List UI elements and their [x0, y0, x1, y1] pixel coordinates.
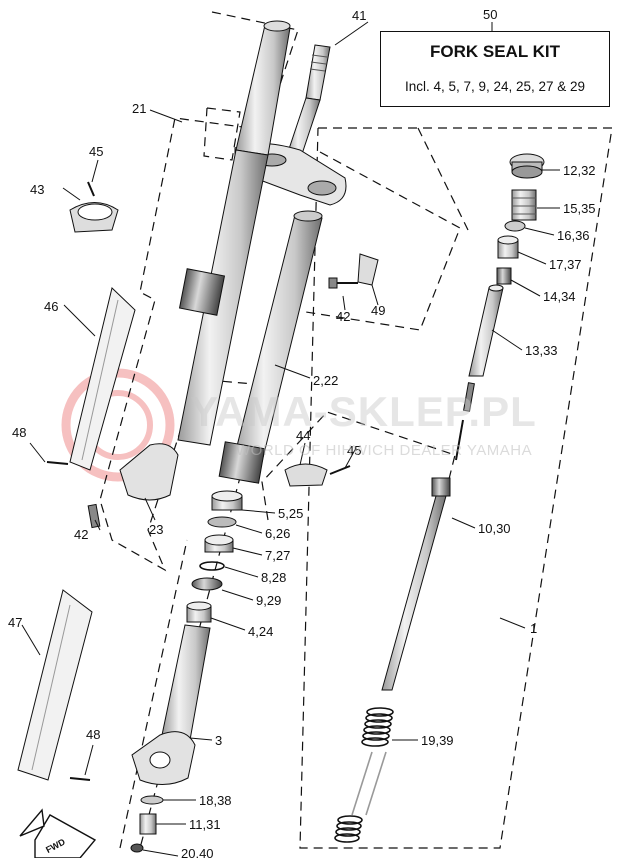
callout-48-lower: 48	[86, 727, 100, 742]
callout-45: 45	[89, 144, 103, 159]
leader-lines	[21, 21, 560, 857]
seal-stack	[191, 490, 243, 591]
rod-small	[455, 382, 475, 461]
callout-42-upper: 42	[336, 309, 350, 324]
clamp-44	[284, 463, 351, 487]
callout-6-26: 6,26	[265, 526, 290, 541]
callout-41: 41	[352, 8, 366, 23]
callout-2-22: 2,22	[313, 373, 338, 388]
fork-guard-46	[46, 287, 136, 529]
callout-16-36: 16,36	[557, 228, 590, 243]
bracket-49	[328, 253, 379, 289]
callout-4-24: 4,24	[248, 624, 273, 639]
inner-tube-2	[218, 210, 323, 484]
callout-8-28: 8,28	[261, 570, 286, 585]
fork-guard-47	[17, 589, 93, 781]
callout-1: 1	[530, 621, 537, 636]
kit-title: FORK SEAL KIT	[429, 42, 561, 61]
damper-rod-10	[381, 477, 451, 691]
callout-43: 43	[30, 182, 44, 197]
washer-16	[504, 220, 526, 232]
collar-17	[497, 235, 519, 259]
callout-23: 23	[149, 522, 163, 537]
callout-3: 3	[215, 733, 222, 748]
callout-5-25: 5,25	[278, 506, 303, 521]
callout-9-29: 9,29	[256, 593, 281, 608]
cap-bolt-12	[509, 153, 545, 179]
callout-19-39: 19,39	[421, 733, 454, 748]
callout-18-38: 18,38	[199, 793, 232, 808]
callout-21: 21	[132, 101, 146, 116]
callout-44: 44	[296, 428, 310, 443]
callout-42: 42	[74, 527, 88, 542]
callout-14-34: 14,34	[543, 289, 576, 304]
callout-45-lower: 45	[347, 443, 361, 458]
callout-20-40: 20,40	[181, 846, 214, 858]
callout-17-37: 17,37	[549, 257, 582, 272]
spring-19	[334, 707, 394, 843]
outer-tube-21	[119, 20, 291, 501]
fork-seal-kit-box: FORK SEAL KIT Incl. 4, 5, 7, 9, 24, 25, …	[380, 31, 610, 107]
outer-tube-3	[131, 624, 211, 785]
callout-7-27: 7,27	[265, 548, 290, 563]
kit-includes: Incl. 4, 5, 7, 9, 24, 25, 27 & 29	[404, 79, 586, 94]
spring-seat-15	[511, 189, 537, 221]
callout-10-30: 10,30	[478, 521, 511, 536]
callout-46: 46	[44, 299, 58, 314]
fwd-arrow	[19, 808, 97, 859]
pipe-13	[468, 284, 504, 377]
clamp-43	[69, 181, 119, 233]
watermark-subtext: WORLD OF HIHWICH DEALER YAMAHA	[236, 442, 533, 459]
steering-stem-41	[285, 44, 331, 161]
callout-47: 47	[8, 615, 22, 630]
bushing-4	[186, 601, 212, 623]
callout-labels: 41 21 45 43 46 48 42 23 47 48 12,32 15,3…	[8, 7, 596, 861]
callout-15-35: 15,35	[563, 201, 596, 216]
callout-13-33: 13,33	[525, 343, 558, 358]
callout-50: 50	[483, 7, 497, 22]
callout-48: 48	[12, 425, 26, 440]
callout-12-32: 12,32	[563, 163, 596, 178]
callout-11-31: 11,31	[189, 817, 221, 832]
callout-49: 49	[371, 303, 385, 318]
nut-14	[496, 267, 512, 285]
watermark-text: YAMA-SKLEP.PL	[190, 388, 537, 435]
